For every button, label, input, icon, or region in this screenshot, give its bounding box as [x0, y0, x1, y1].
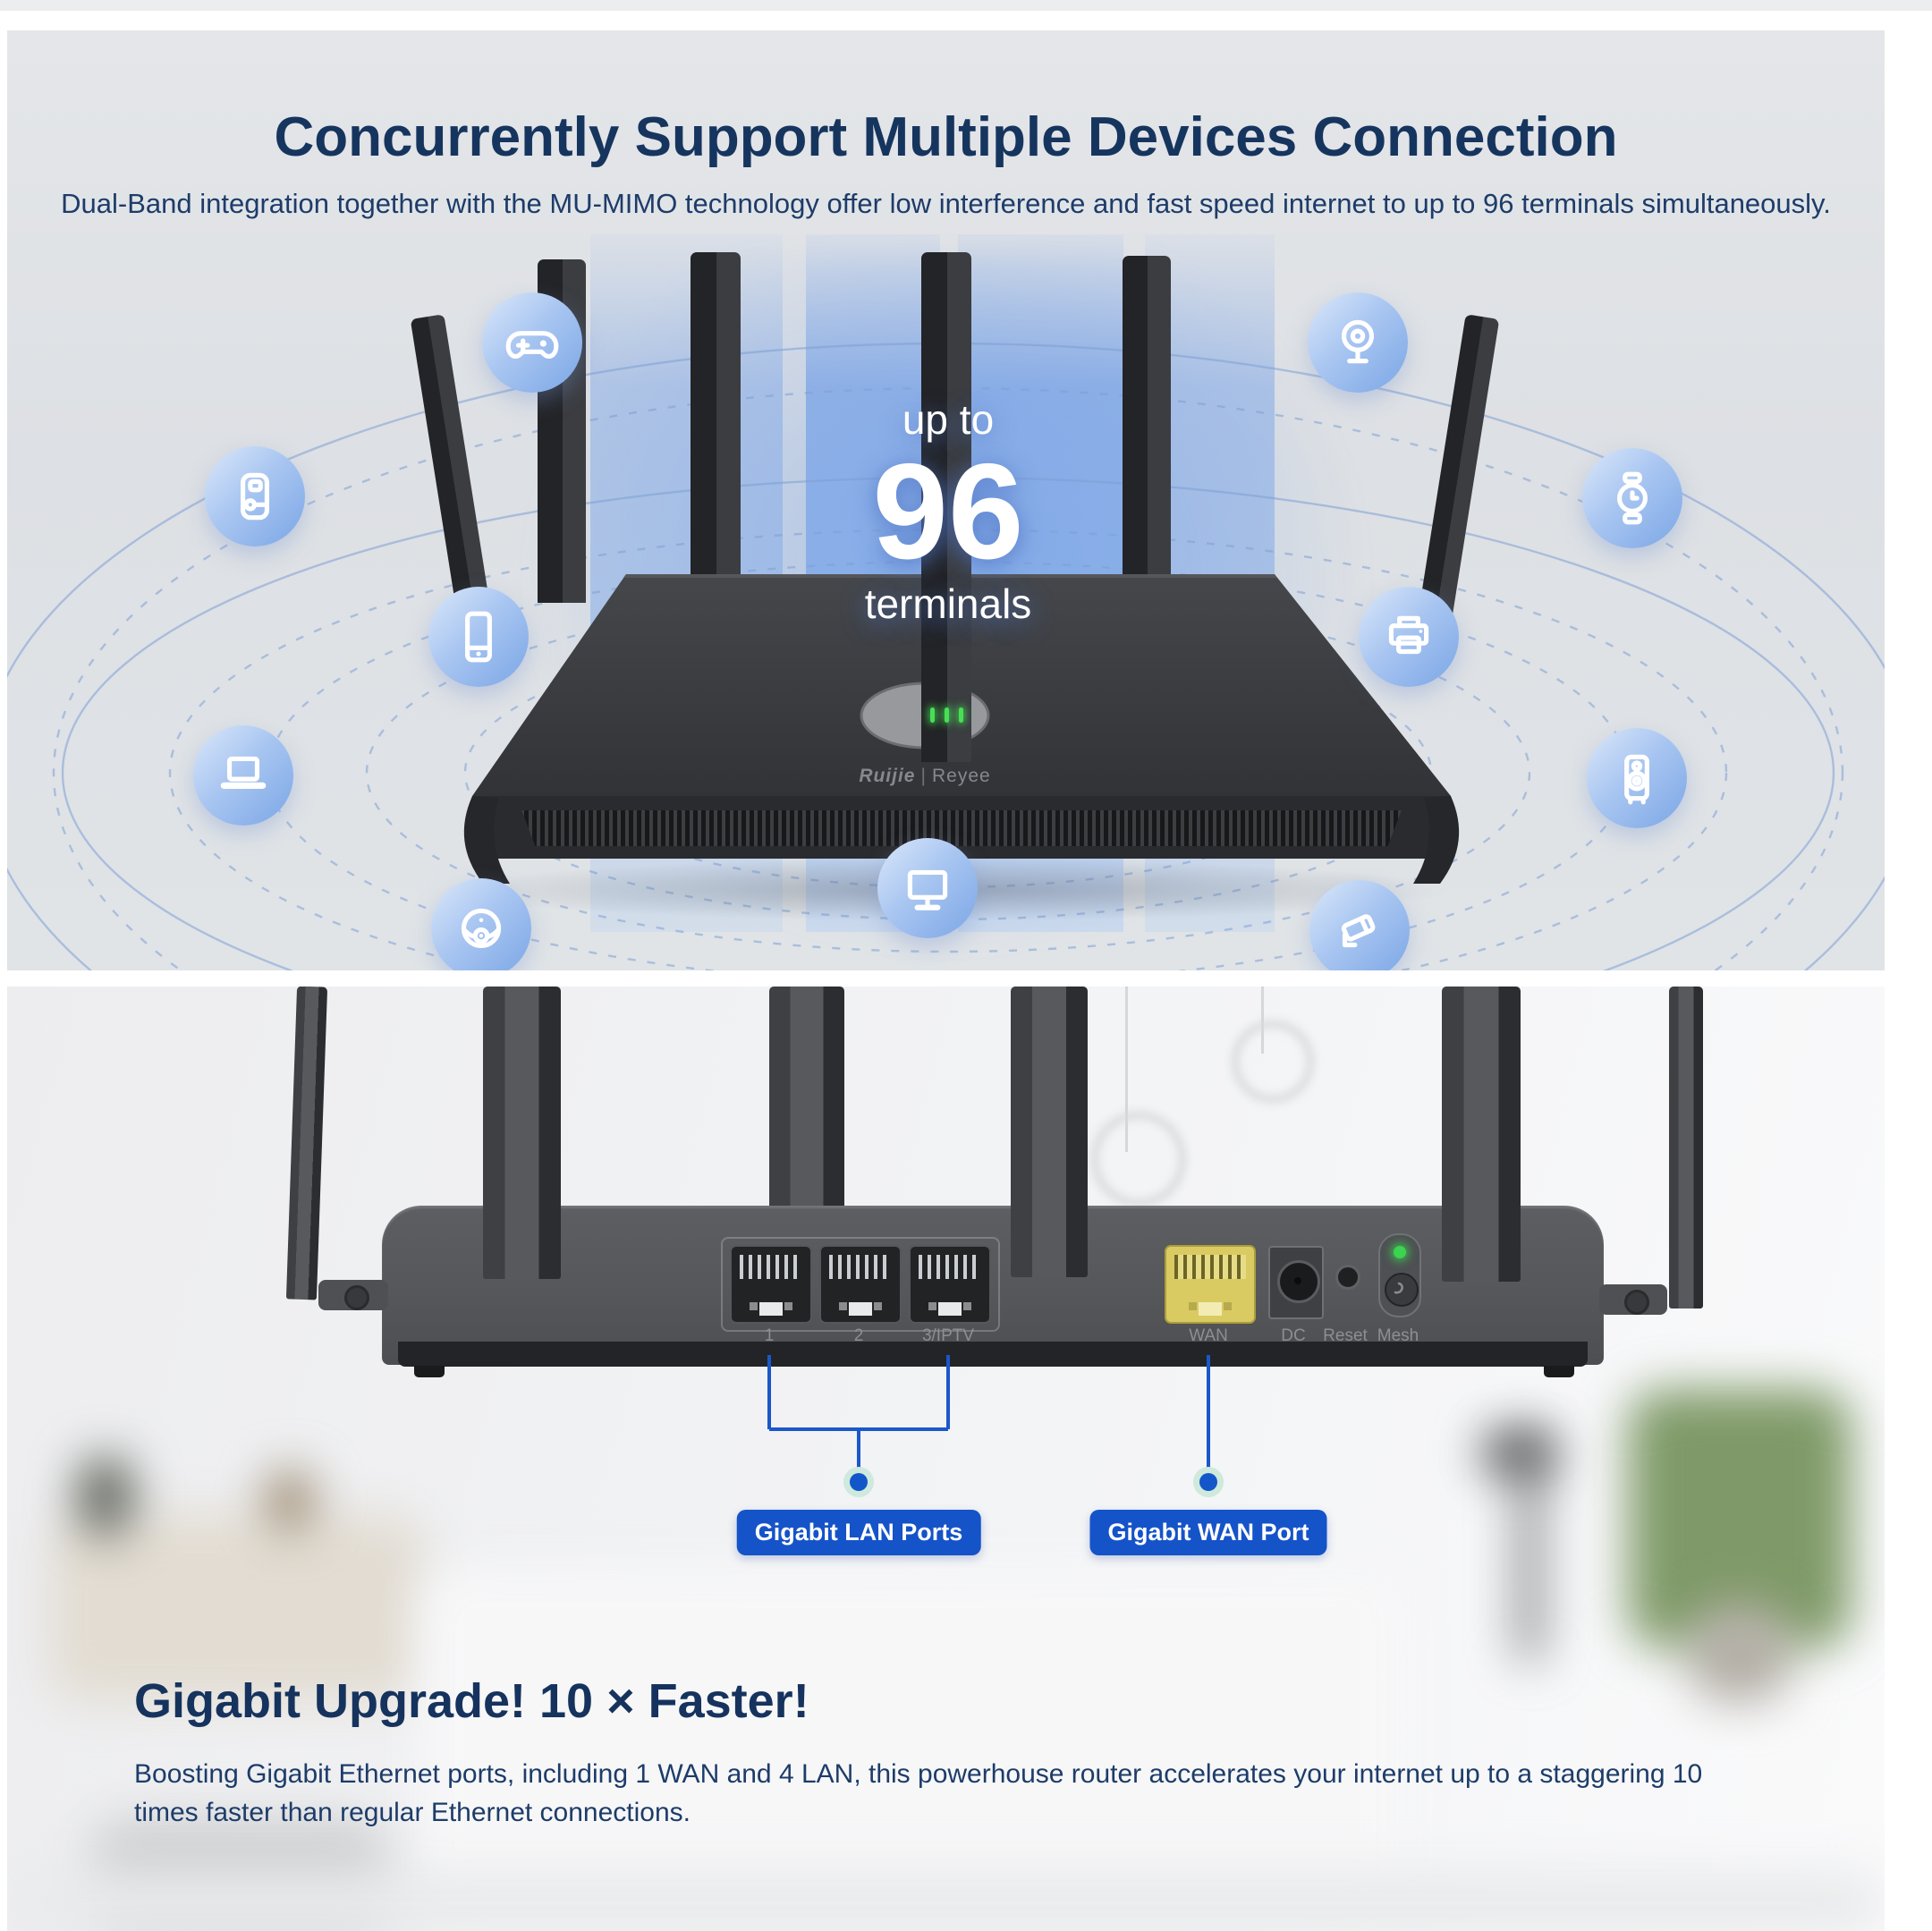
port-label-dc: DC: [1281, 1326, 1306, 1345]
sideboard-blur: [49, 1514, 425, 1702]
wan-port[interactable]: [1165, 1245, 1256, 1324]
lamp-head-blur: [1481, 1429, 1556, 1476]
router-foot: [414, 1366, 445, 1377]
smart-lock-icon: [205, 446, 305, 546]
status-led: [959, 707, 963, 723]
wan-port-label: Gigabit WAN Port: [1089, 1510, 1327, 1555]
decor-blur: [79, 1456, 132, 1537]
antenna: [691, 252, 741, 603]
callout-lines: [767, 1355, 1210, 1469]
port-label-wan: WAN: [1189, 1326, 1228, 1345]
pendant-light: [1232, 1021, 1314, 1103]
port-label-3iptv: 3/IPTV: [921, 1326, 975, 1345]
brand-primary: Ruijie: [859, 766, 916, 786]
printer-icon: [1359, 587, 1459, 687]
pendant-light: [1091, 1112, 1186, 1207]
antenna-hinge-pin: [1624, 1290, 1649, 1315]
dc-power-jack[interactable]: [1268, 1246, 1324, 1319]
security-camera-icon: [1309, 880, 1410, 970]
port-label-mesh: Mesh: [1377, 1326, 1419, 1345]
robot-vacuum-icon: [431, 878, 531, 970]
upgrade-heading: Gigabit Upgrade! 10 × Faster!: [134, 1674, 809, 1728]
smartphone-icon: [428, 587, 529, 687]
brand-secondary: Reyee: [931, 766, 991, 786]
lan-group-outline: [721, 1237, 1000, 1332]
brand-logo: Ruijie|Reyee: [7, 766, 1843, 787]
callout-dot-wan: [1193, 1467, 1224, 1497]
vent-grille: [521, 810, 1402, 846]
mesh-button[interactable]: [1378, 1233, 1421, 1317]
antenna: [483, 987, 561, 1279]
antenna: [921, 252, 971, 762]
floor-blur: [7, 1872, 1885, 1931]
hero-section: Ruijie|Reyee up to 96 terminals: [7, 30, 1885, 970]
antenna: [1442, 987, 1521, 1282]
highlight-number: 96: [872, 436, 1024, 588]
antenna: [1011, 987, 1088, 1277]
lan-ports-label: Gigabit LAN Ports: [736, 1510, 981, 1555]
plant-pot-blur: [1690, 1604, 1789, 1702]
laptop-icon: [193, 725, 293, 826]
highlight-prefix: up to: [902, 396, 995, 443]
backpanel-section: 1 2 3/IPTV WAN DC Reset Mesh Gigabit LAN…: [7, 987, 1885, 1931]
page-subtitle: Dual-Band integration together with the …: [61, 188, 1831, 219]
highlight-text: up to 96 terminals: [769, 395, 1127, 628]
router-bottom-edge: [398, 1342, 1588, 1367]
pendant-cord: [1261, 987, 1264, 1054]
page-title: Concurrently Support Multiple Devices Co…: [274, 106, 1618, 168]
smartwatch-icon: [1582, 448, 1682, 548]
decor-blur: [267, 1469, 313, 1532]
mesh-led: [1394, 1246, 1406, 1258]
upgrade-body: Boosting Gigabit Ethernet ports, includi…: [134, 1759, 1703, 1827]
status-led: [930, 707, 935, 723]
reset-button[interactable]: [1335, 1265, 1360, 1290]
monitor-icon: [877, 838, 978, 938]
port-label-1: 1: [764, 1326, 775, 1345]
game-controller-icon: [482, 292, 582, 393]
antenna: [1123, 256, 1171, 603]
sofa-blur: [420, 1568, 1404, 1931]
top-strip: [0, 0, 1932, 11]
lan-port-3-iptv[interactable]: [909, 1245, 991, 1324]
port-label-2: 2: [853, 1326, 864, 1345]
speaker-icon: [1587, 728, 1687, 828]
antenna: [1669, 987, 1703, 1309]
callout-dot-lan: [843, 1467, 874, 1497]
webcam-icon: [1308, 292, 1408, 393]
highlight-suffix: terminals: [864, 580, 1032, 627]
antenna: [769, 987, 844, 1210]
antenna-hinge-pin: [344, 1285, 369, 1310]
lan-port-2[interactable]: [819, 1245, 902, 1324]
router-foot: [1544, 1366, 1574, 1377]
port-label-reset: Reset: [1323, 1326, 1368, 1345]
lan-port-1[interactable]: [730, 1245, 812, 1324]
brand-separator: |: [920, 766, 927, 786]
pendant-cord: [1125, 987, 1128, 1152]
status-led: [945, 707, 949, 723]
